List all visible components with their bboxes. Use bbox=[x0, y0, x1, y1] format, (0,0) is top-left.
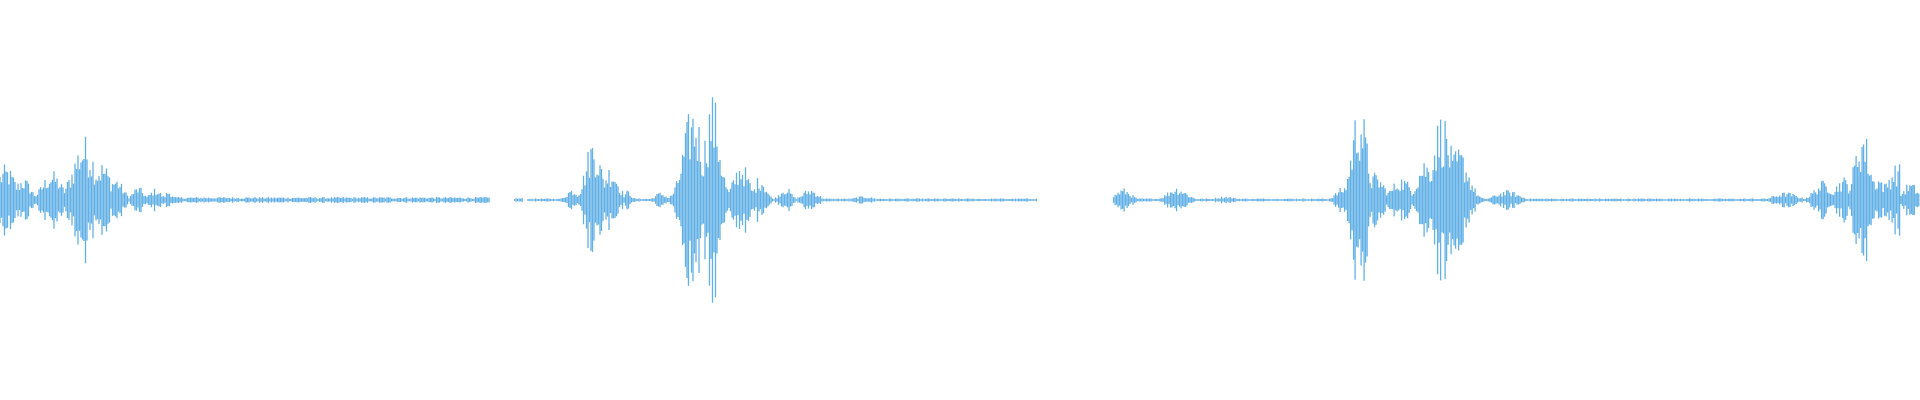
waveform-bars bbox=[0, 97, 1920, 303]
